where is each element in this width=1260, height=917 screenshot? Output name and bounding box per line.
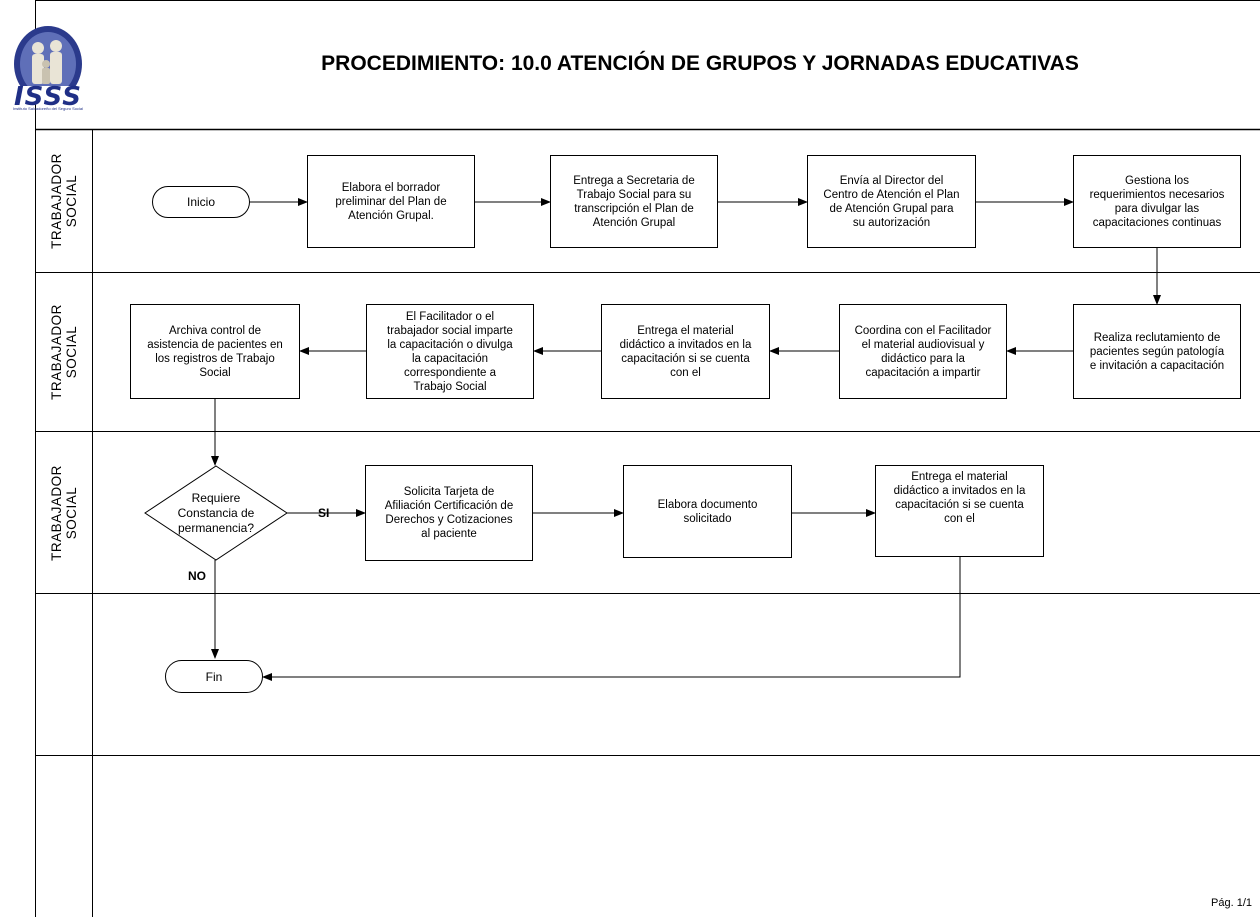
process-entrega-secretaria: Entrega a Secretaria de Trabajo Social p… xyxy=(550,155,718,248)
process-archiva-control: Archiva control de asistencia de pacient… xyxy=(130,304,300,399)
process-gestiona-requerimientos: Gestiona los requerimientos necesarios p… xyxy=(1073,155,1241,248)
process-facilitador-imparte: El Facilitador o el trabajador social im… xyxy=(366,304,534,399)
logo-subtext: Instituto Salvadoreño del Seguro Social xyxy=(12,106,84,111)
isss-logo: ISSS Instituto Salvadoreño del Seguro So… xyxy=(6,20,90,112)
page-title: PROCEDIMIENTO: 10.0 ATENCIÓN DE GRUPOS Y… xyxy=(321,52,1079,75)
process-solicita-tarjeta: Solicita Tarjeta de Afiliación Certifica… xyxy=(365,465,533,561)
edge-label-no: NO xyxy=(188,569,206,583)
logo-text: ISSS xyxy=(14,82,82,112)
decision-diamond xyxy=(144,465,288,561)
process-elabora-borrador: Elabora el borrador preliminar del Plan … xyxy=(307,155,475,248)
end-terminal: Fin xyxy=(165,660,263,693)
process-realiza-reclutamiento: Realiza reclutamiento de pacientes según… xyxy=(1073,304,1241,399)
process-elabora-documento: Elabora documento solicitado xyxy=(623,465,792,558)
edge-entrega2-fin xyxy=(262,557,961,681)
process-coordina-facilitador: Coordina con el Facilitador el material … xyxy=(839,304,1007,399)
process-envia-director: Envía al Director del Centro de Atención… xyxy=(807,155,976,248)
edge-label-si: SI xyxy=(318,506,330,520)
isss-logo-icon xyxy=(8,26,88,102)
process-entrega-material-1: Entrega el material didáctico a invitado… xyxy=(601,304,770,399)
process-entrega-material-2: Entrega el material didáctico a invitado… xyxy=(875,465,1044,557)
decision-label: Requiere Constancia de permanencia? xyxy=(177,490,255,535)
start-terminal: Inicio xyxy=(152,186,250,218)
page-number: Pág. 1/1 xyxy=(1211,897,1252,909)
